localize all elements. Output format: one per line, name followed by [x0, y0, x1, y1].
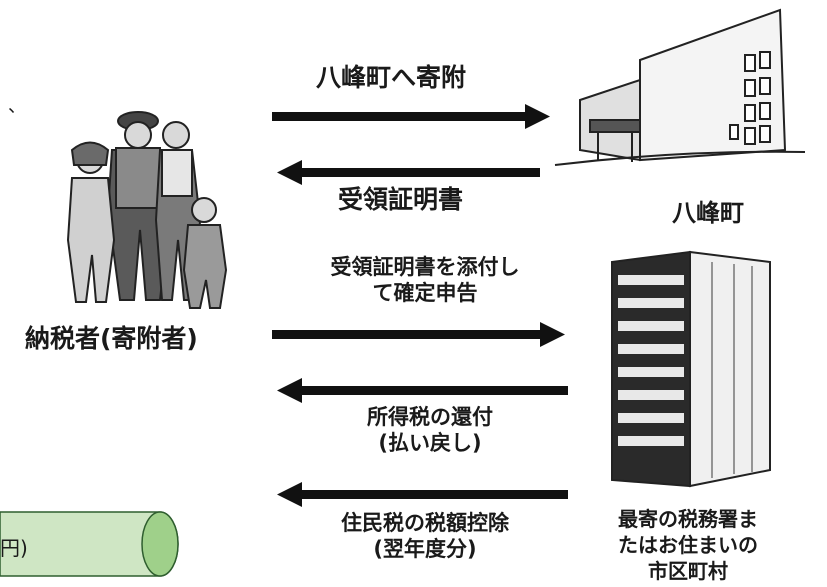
town-hall-building-icon	[554, 8, 806, 166]
arrow-refund	[277, 378, 568, 403]
taxpayer-label: 納税者(寄附者)	[25, 324, 198, 353]
refund-label-line2: (払い戻し)	[378, 431, 482, 456]
office-label-line1: 最寄の税務署ま	[618, 507, 758, 531]
arrow-filing	[272, 322, 565, 347]
refund-label-line1: 所得税の還付	[367, 405, 493, 429]
arrow-donation	[272, 104, 550, 129]
filing-label-line1: 受領証明書を添付し	[330, 255, 520, 279]
deduction-label-line1: 住民税の税額控除	[341, 511, 509, 535]
arrow-receipt	[277, 160, 540, 185]
cylinder-text: 円)	[0, 536, 28, 560]
tax-office-building-icon	[611, 250, 771, 488]
refund-label: 所得税の還付 (払い戻し)	[340, 404, 520, 457]
town-label: 八峰町	[672, 199, 744, 227]
donation-label: 八峰町へ寄附	[316, 63, 467, 92]
filing-label-line2: て確定申告	[372, 281, 478, 306]
green-cylinder-shape	[0, 511, 179, 577]
arrow-deduction	[277, 482, 568, 507]
office-label-line2: たはお住まいの	[618, 533, 758, 557]
deduction-label-line2: (翌年度分)	[373, 537, 477, 562]
taxpayer-family-icon	[66, 111, 228, 309]
stray-mark: 、	[8, 96, 26, 117]
filing-label: 受領証明書を添付し て確定申告	[305, 254, 545, 307]
office-label: 最寄の税務署ま たはお住まいの 市区町村	[588, 506, 788, 584]
receipt-label: 受領証明書	[338, 185, 464, 214]
office-label-line3: 市区町村	[648, 559, 728, 583]
deduction-label: 住民税の税額控除 (翌年度分)	[310, 510, 540, 563]
